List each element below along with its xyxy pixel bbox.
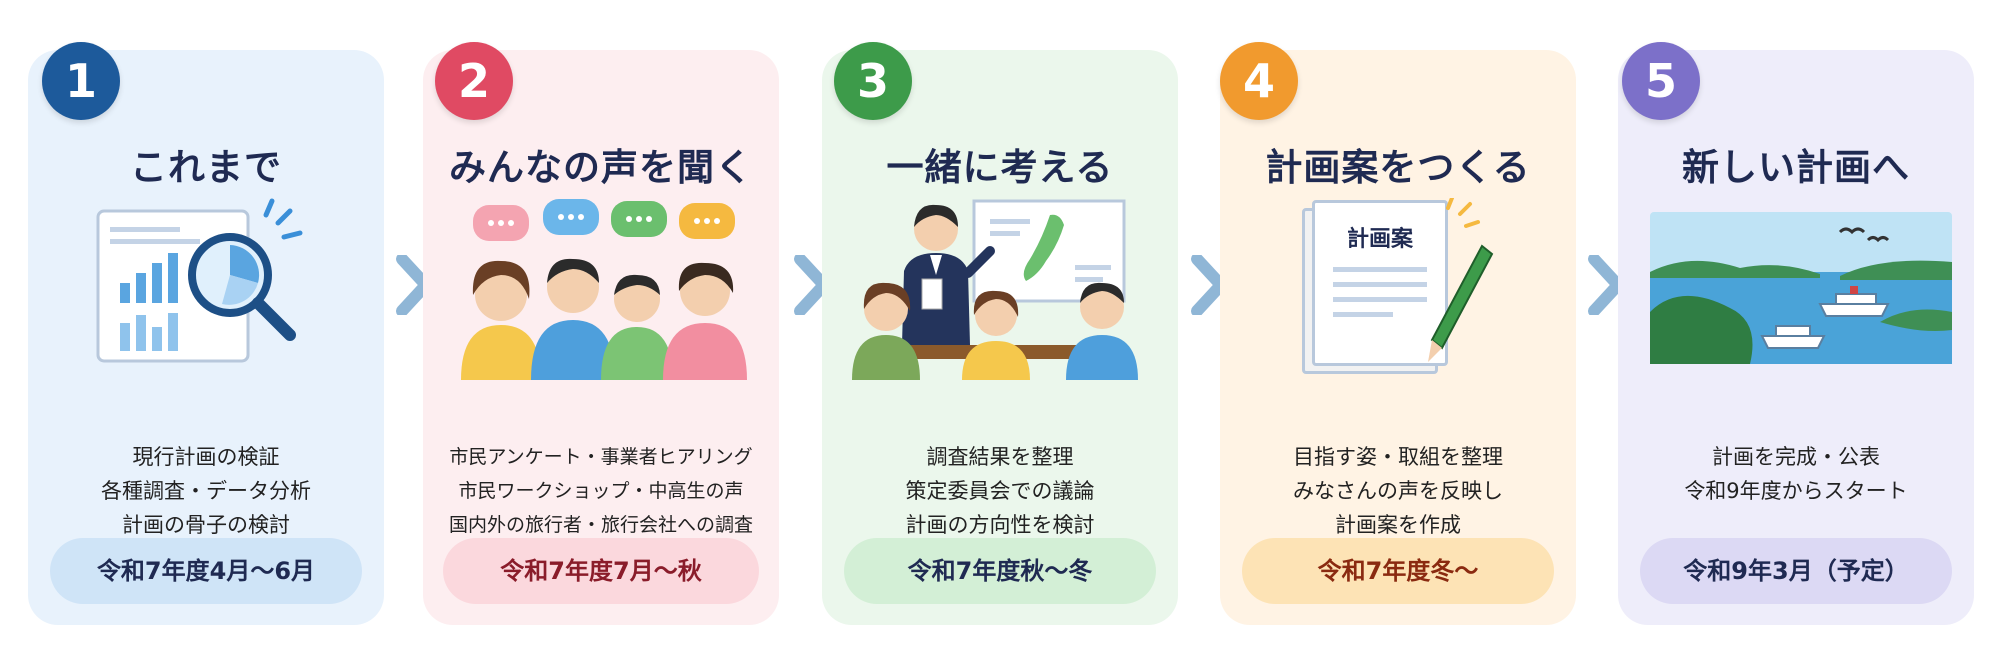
step-title: 計画案をつくる	[1265, 146, 1531, 189]
meeting-presentation-illustration	[852, 199, 1138, 380]
step-description: 調査結果を整理 策定委員会での議論 計画の方向性を検討	[905, 445, 1095, 537]
step-number-badge: 2	[435, 42, 513, 120]
document-line	[1333, 282, 1427, 287]
step-number-badge: 1	[42, 42, 120, 120]
step-description: 現行計画の検証 各種調査・データ分析 計画の骨子の検討	[101, 445, 311, 537]
step-card-1: 1 これまで 現行計画の検証 各種調査・データ分析 計画の骨子の検討 令和7年度…	[28, 42, 384, 625]
step-card-2: 2 みんなの声を聞く 市民アンケート・事業者ヒアリング 市民ワークショップ・中高…	[423, 42, 779, 625]
step-title: 新しい計画へ	[1682, 146, 1910, 189]
step-period-pill: 令和9年3月（予定）	[1640, 538, 1952, 604]
step-card-4: 4 計画案をつくる 計画案 目指す姿・取組を整理 みなさんの声を反映し 計画案を…	[1220, 42, 1576, 625]
document-line	[1333, 267, 1427, 272]
step-description: 市民アンケート・事業者ヒアリング 市民ワークショップ・中高生の声 国内外の旅行者…	[448, 446, 753, 536]
document-label: 計画案	[1346, 227, 1413, 252]
document-line	[1333, 297, 1427, 302]
step-title: 一緒に考える	[886, 146, 1114, 189]
step-number-badge: 3	[834, 42, 912, 120]
step-description: 計画を完成・公表 令和9年度からスタート	[1684, 445, 1908, 503]
step-period-pill: 令和7年度秋〜冬	[844, 538, 1156, 604]
step-period-pill: 令和7年度冬〜	[1242, 538, 1554, 604]
step-title: これまで	[130, 146, 282, 189]
step-description: 目指す姿・取組を整理 みなさんの声を反映し 計画案を作成	[1293, 445, 1503, 537]
document-line	[1333, 312, 1393, 317]
step-title: みんなの声を聞く	[449, 146, 753, 189]
step-card-5: 5 新しい計画へ 計画を完成・公表 令和9年度からスタート 令和9年3月（予定）	[1618, 42, 1974, 625]
report-magnifier-illustration	[96, 198, 303, 363]
step-period-pill: 令和7年度7月〜秋	[443, 538, 759, 604]
plan-document-illustration: 計画案	[1300, 198, 1500, 383]
step-card-3: 3 一緒に考える 調査結果を整理 策定委員会での議論 計画の方向性を検討 令和7…	[822, 42, 1178, 625]
step-number-badge: 5	[1622, 42, 1700, 120]
islands-ferry-illustration	[1650, 212, 1952, 364]
step-period-pill: 令和7年度4月〜6月	[50, 538, 362, 604]
people-speech-bubbles-illustration	[461, 199, 747, 380]
pencil-icon	[1428, 198, 1494, 362]
step-number-badge: 4	[1220, 42, 1298, 120]
document-sheet: 計画案	[1312, 200, 1448, 366]
